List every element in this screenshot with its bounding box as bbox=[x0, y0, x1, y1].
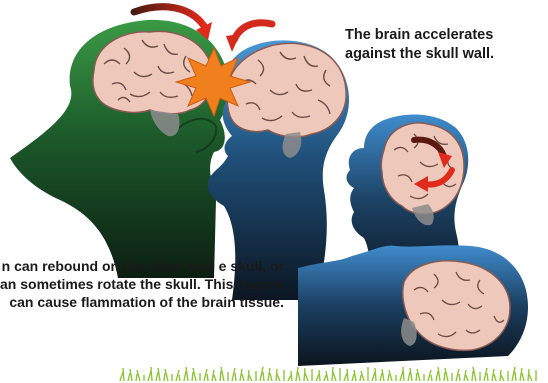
head-rebound bbox=[298, 245, 528, 366]
grass-icon bbox=[120, 367, 536, 381]
caption-brain-accelerates: The brain accelerates against the skull … bbox=[345, 26, 545, 63]
caption-rebound-rotate: n can rebound on the other side e skull,… bbox=[0, 258, 284, 312]
